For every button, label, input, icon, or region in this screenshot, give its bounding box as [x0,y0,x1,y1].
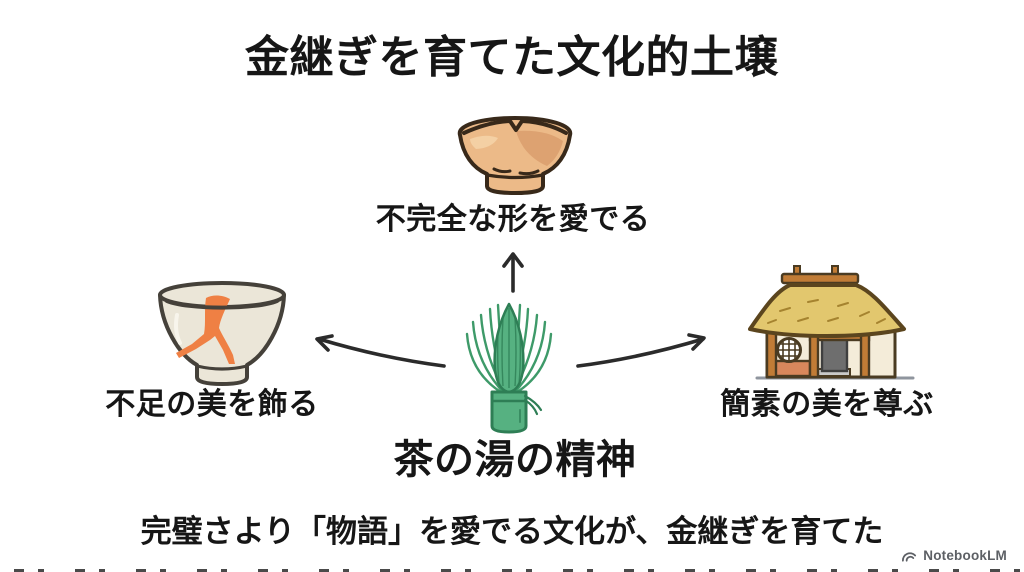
cropped-text-row [0,569,1024,572]
page-title: 金継ぎを育てた文化的土壌 [245,33,779,82]
notebooklm-logo-icon [902,551,917,562]
notebooklm-branding: NotebookLM [901,548,1007,563]
up-arrow-icon [502,252,524,293]
tea-whisk-icon [465,302,553,434]
top-node-label: 不完全な形を愛でる [375,203,651,236]
left-arrow-icon [315,334,446,368]
footer-caption: 完璧さより「物語」を愛でる文化が、金継ぎを育てた [140,514,884,549]
right-node-label: 簡素の美を尊ぶ [720,388,934,421]
notebooklm-logo-text: NotebookLM [923,548,1007,563]
center-node-label: 茶の湯の精神 [393,438,637,482]
kintsugi-bowl-icon [158,281,286,386]
right-arrow-icon [576,333,706,368]
left-node-label: 不足の美を飾る [105,388,319,421]
raku-tea-bowl-icon [457,116,573,195]
thatched-hut-icon [748,265,915,380]
